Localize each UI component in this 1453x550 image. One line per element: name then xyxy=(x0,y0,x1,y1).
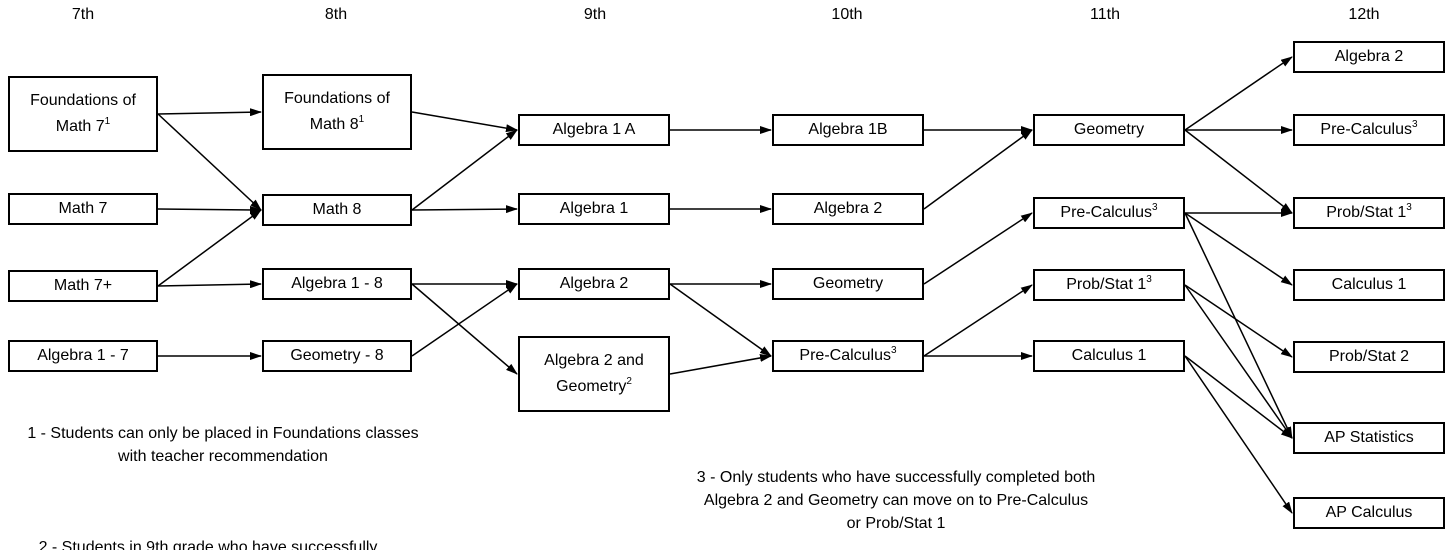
course-algebra-2-grade-9: Algebra 2 xyxy=(518,268,670,300)
course-pre-calculus-grade-12: Pre-Calculus3 xyxy=(1293,114,1445,146)
arrow-geom11-to-probstat1_12 xyxy=(1184,129,1293,214)
arrow-math8-to-alg1a xyxy=(411,129,518,211)
course-algebra-1: Algebra 1 xyxy=(518,193,670,225)
arrow-probstat11-to-probstat2_12 xyxy=(1184,284,1293,358)
arrow-math7-to-math8 xyxy=(157,205,262,214)
arrow-geom8-to-alg2_9 xyxy=(411,283,518,357)
arrow-math8-to-alg1_9 xyxy=(411,205,518,214)
grade-header-10th: 10th xyxy=(831,6,863,23)
arrow-calc1_11-to-apcalc xyxy=(1184,355,1293,514)
grade-header-8th: 8th xyxy=(324,6,348,23)
grade-header-11th: 11th xyxy=(1090,6,1120,23)
course-prob-stat-1-grade-11: Prob/Stat 13 xyxy=(1033,269,1185,301)
grade-header-9th: 9th xyxy=(583,6,607,23)
arrow-foundations7-to-foundations8 xyxy=(157,108,262,117)
grade-header-12th: 12th xyxy=(1348,6,1380,23)
course-math-7-plus: Math 7+ xyxy=(8,270,158,302)
arrow-alg1_8-to-alg2geom9 xyxy=(411,283,518,375)
arrow-geom11-to-alg2_12 xyxy=(1184,56,1293,131)
course-algebra-2-and-geometry: Algebra 2 and Geometry2 xyxy=(518,336,670,412)
grade-header-7th: 7th xyxy=(71,6,95,23)
arrow-math7plus-to-math8 xyxy=(157,209,262,287)
arrow-foundations7-to-math8 xyxy=(157,113,262,211)
course-prob-stat-1-grade-12: Prob/Stat 13 xyxy=(1293,197,1445,229)
course-math-7: Math 7 xyxy=(8,193,158,225)
course-algebra-1-7: Algebra 1 - 7 xyxy=(8,340,158,372)
arrow-alg2geom9-to-precalc10 xyxy=(669,353,772,375)
course-geometry-8: Geometry - 8 xyxy=(262,340,412,372)
course-calculus-1-grade-12: Calculus 1 xyxy=(1293,269,1445,301)
course-pre-calculus-grade-11: Pre-Calculus3 xyxy=(1033,197,1185,229)
course-pre-calculus-grade-10: Pre-Calculus3 xyxy=(772,340,924,372)
footnote-2: 2 - Students in 9th grade who have succe… xyxy=(38,539,378,550)
course-math-8: Math 8 xyxy=(262,194,412,226)
arrow-precalc11-to-apstats xyxy=(1184,212,1293,439)
arrow-math7plus-to-alg1_8 xyxy=(157,280,262,289)
course-prob-stat-2-grade-12: Prob/Stat 2 xyxy=(1293,341,1445,373)
course-ap-calculus: AP Calculus xyxy=(1293,497,1445,529)
course-algebra-1-8: Algebra 1 - 8 xyxy=(262,268,412,300)
course-ap-statistics: AP Statistics xyxy=(1293,422,1445,454)
arrow-precalc11-to-calc1_12 xyxy=(1184,212,1293,286)
course-algebra-1a: Algebra 1 A xyxy=(518,114,670,146)
course-geometry-grade-11: Geometry xyxy=(1033,114,1185,146)
arrow-alg2_9-to-precalc10 xyxy=(669,283,772,357)
arrow-precalc10-to-probstat11 xyxy=(923,284,1033,357)
footnote-1: 1 - Students can only be placed in Found… xyxy=(27,425,419,465)
arrow-alg2_10-to-geom11 xyxy=(923,129,1033,210)
arrow-geom10-to-precalc11 xyxy=(923,212,1033,285)
arrow-probstat11-to-apstats xyxy=(1184,284,1293,439)
course-algebra-2-grade-10: Algebra 2 xyxy=(772,193,924,225)
arrow-calc1_11-to-apstats xyxy=(1184,355,1293,439)
course-algebra-2-grade-12: Algebra 2 xyxy=(1293,41,1445,73)
course-geometry-grade-10: Geometry xyxy=(772,268,924,300)
course-algebra-1b: Algebra 1B xyxy=(772,114,924,146)
course-foundations-of-math-7: Foundations of Math 71 xyxy=(8,76,158,152)
course-calculus-1-grade-11: Calculus 1 xyxy=(1033,340,1185,372)
footnote-3: 3 - Only students who have successfully … xyxy=(696,469,1096,532)
arrow-foundations8-to-alg1a xyxy=(411,111,518,133)
course-foundations-of-math-8: Foundations of Math 81 xyxy=(262,74,412,150)
